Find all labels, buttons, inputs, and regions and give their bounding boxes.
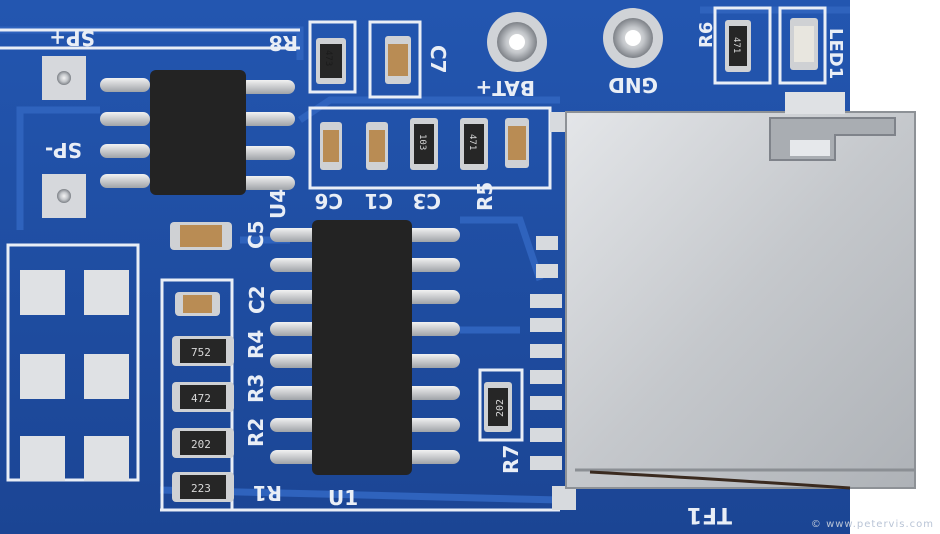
photo-credit: © www.petervis.com: [810, 519, 934, 530]
sd-socket-pins: [530, 112, 576, 510]
label-u4: U4: [266, 189, 290, 219]
label-r5: R5: [473, 182, 497, 211]
power-holes: [487, 8, 663, 72]
label-bat-plus: BAT+: [475, 76, 535, 100]
label-r4: R4: [244, 330, 268, 359]
code-r5: 471: [467, 134, 477, 150]
label-tf1: TF1: [687, 502, 732, 527]
label-c3: C3: [412, 189, 441, 213]
label-r7: R7: [499, 445, 523, 474]
code-r7: 202: [495, 399, 506, 417]
label-c5: C5: [244, 220, 268, 249]
label-gnd: GND: [608, 73, 658, 97]
code-r3: 472: [191, 392, 211, 405]
label-c2: C2: [245, 285, 269, 314]
label-u1: U1: [328, 486, 358, 510]
smd-capacitors: [170, 36, 529, 316]
label-sp-minus: SP-: [45, 138, 82, 162]
label-c1: C1: [364, 189, 393, 213]
label-r1: R1: [253, 481, 282, 505]
code-r6: 471: [731, 37, 741, 53]
label-r6: R6: [696, 22, 717, 48]
code-r4: 752: [191, 346, 211, 359]
label-sp-plus: SP+: [49, 26, 95, 50]
label-r8: R8: [269, 31, 298, 55]
code-r2: 202: [191, 438, 211, 451]
label-r2: R2: [244, 418, 268, 447]
chip-u1: [270, 220, 460, 475]
label-c7: C7: [426, 45, 450, 74]
code-r1: 223: [191, 482, 211, 495]
led-component: [790, 18, 818, 70]
speaker-pads: [42, 56, 86, 218]
smd-resistors: [172, 20, 751, 502]
code-c3: 103: [417, 134, 427, 150]
label-c6: C6: [314, 189, 343, 213]
code-r8: 473: [323, 50, 333, 66]
label-led1: LED1: [825, 28, 846, 79]
label-r3: R3: [244, 374, 268, 403]
chip-u4: [100, 70, 295, 195]
microsd-socket: [565, 92, 916, 490]
test-pad-grid: [20, 270, 129, 481]
